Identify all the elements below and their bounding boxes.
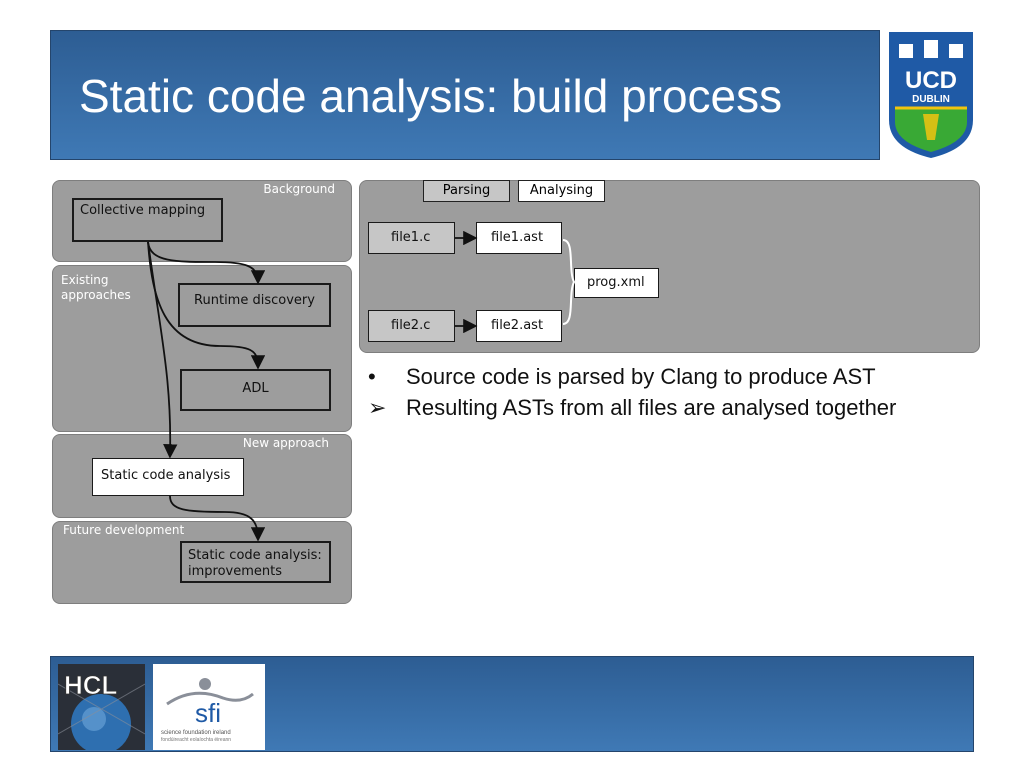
slide-title: Static code analysis: build process bbox=[79, 70, 783, 122]
bullet-item-1: • Source code is parsed by Clang to prod… bbox=[368, 364, 968, 389]
panel-build-process bbox=[359, 180, 980, 353]
bullet-text-1: Source code is parsed by Clang to produc… bbox=[406, 364, 876, 389]
section-label-existing-line2: approaches bbox=[61, 288, 131, 302]
section-label-new-approach: New approach bbox=[242, 436, 329, 450]
node-adl: ADL bbox=[180, 369, 331, 411]
sfi-logo: sfi science foundation ireland fondúirea… bbox=[153, 664, 265, 750]
node-runtime-discovery: Runtime discovery bbox=[178, 283, 331, 327]
node-static-code-analysis: Static code analysis bbox=[92, 458, 244, 496]
node-improvements-line1: Static code analysis: bbox=[188, 548, 322, 563]
title-bar: Static code analysis: build process bbox=[50, 30, 880, 160]
sfi-caption-1: science foundation ireland bbox=[161, 730, 231, 736]
hcl-logo-text: HCL bbox=[64, 670, 118, 700]
tab-analysing: Analysing bbox=[518, 180, 605, 202]
node-file2-c: file2.c bbox=[368, 310, 455, 342]
ucd-logo: UCD DUBLIN bbox=[889, 32, 973, 158]
bullet-dot-icon: • bbox=[368, 364, 376, 389]
sfi-logo-text: sfi bbox=[195, 698, 221, 728]
node-file1-ast: file1.ast bbox=[476, 222, 562, 254]
bullet-item-2: ➢ Resulting ASTs from all files are anal… bbox=[368, 395, 968, 420]
ucd-logo-text: UCD bbox=[905, 67, 957, 94]
node-prog-xml: prog.xml bbox=[574, 268, 659, 298]
node-collective-mapping: Collective mapping bbox=[72, 198, 223, 242]
ucd-logo-subtext: DUBLIN bbox=[912, 94, 950, 105]
sfi-caption-2: fondúireacht eolaíochta éireann bbox=[161, 737, 231, 743]
section-label-background: Background bbox=[263, 182, 335, 196]
tab-parsing: Parsing bbox=[423, 180, 510, 202]
section-label-future: Future development bbox=[63, 523, 185, 537]
node-improvements: Static code analysis: improvements bbox=[180, 541, 331, 583]
bullet-list: • Source code is parsed by Clang to prod… bbox=[368, 364, 968, 426]
node-file2-ast: file2.ast bbox=[476, 310, 562, 342]
bullet-text-2: Resulting ASTs from all files are analys… bbox=[406, 395, 897, 420]
node-file1-c: file1.c bbox=[368, 222, 455, 254]
hcl-logo: HCL bbox=[58, 664, 145, 750]
bullet-arrow-icon: ➢ bbox=[368, 395, 387, 420]
panel-existing-approaches: Existing approaches bbox=[52, 265, 352, 432]
node-improvements-line2: improvements bbox=[188, 564, 283, 579]
section-label-existing-line1: Existing bbox=[61, 273, 109, 287]
